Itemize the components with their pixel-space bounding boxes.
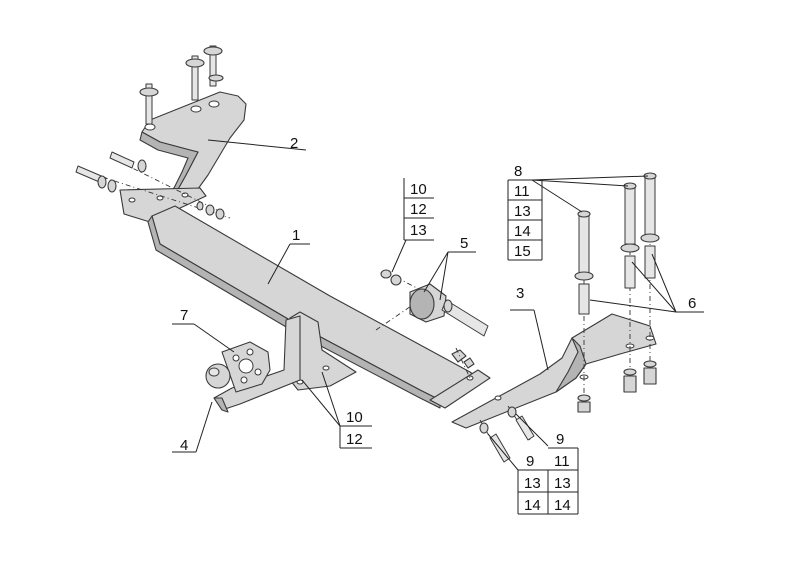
stack-top-0: 10 (410, 181, 427, 198)
tow-ball (205, 363, 231, 389)
callout-7: 7 (180, 307, 188, 324)
hitch-assembly (205, 315, 301, 413)
leader-lines (172, 139, 704, 471)
nut-parts-center (451, 347, 475, 379)
stack-right-4: 15 (514, 243, 531, 260)
stack-br-2: 13 (554, 475, 571, 492)
bracket-bolts-side (75, 151, 231, 220)
crossbar-part-1 (147, 205, 491, 409)
callout-1: 1 (292, 227, 300, 244)
stack-right-3: 14 (514, 223, 531, 240)
side-bracket-part-3 (451, 313, 657, 429)
stack-bl-1: 13 (524, 475, 541, 492)
callout-4: 4 (180, 437, 188, 454)
callout-3: 3 (516, 285, 524, 302)
stack-mid-0: 10 (346, 409, 363, 426)
stack-top-1: 12 (410, 201, 427, 218)
stack-right-1: 11 (514, 183, 530, 200)
stack-top-2: 13 (410, 222, 427, 239)
bracket-bolts-top (139, 45, 224, 125)
stack-br-0: 9 (556, 431, 564, 448)
nut-stack-bottom (577, 360, 657, 413)
stack-bl-0: 9 (526, 453, 534, 470)
long-bolts-part-8 (574, 172, 660, 406)
stack-right-2: 13 (514, 203, 531, 220)
stack-top: 10 12 13 (403, 178, 434, 241)
stack-br-3: 14 (554, 497, 571, 514)
stack-mid: 10 12 (339, 409, 372, 449)
stack-bottom-right: 9 11 13 14 (548, 431, 579, 515)
callout-2: 2 (290, 135, 298, 152)
callout-6: 6 (688, 295, 696, 312)
stack-bottom-left: 9 13 14 (517, 453, 549, 515)
stack-bl-2: 14 (524, 497, 541, 514)
callout-labels: 2 1 3 4 5 6 7 (180, 135, 696, 454)
stack-mid-1: 12 (346, 431, 363, 448)
stack-br-1: 11 (554, 453, 570, 470)
callout-5: 5 (460, 235, 468, 252)
spacer-part-5 (375, 269, 489, 337)
stack-right: 8 11 13 14 15 (507, 163, 543, 261)
stack-right-0: 8 (514, 163, 522, 180)
